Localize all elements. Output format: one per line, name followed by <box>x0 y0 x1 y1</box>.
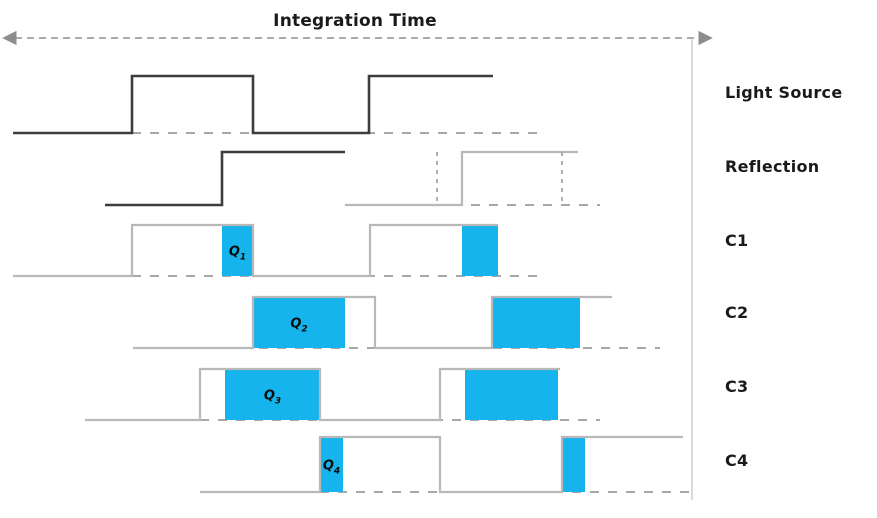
waveform-row-c4: Q4 <box>200 435 690 494</box>
signal-gray-c4 <box>200 435 683 494</box>
signal-gray-c2 <box>133 295 612 350</box>
charge-q4-a-label: Q4 <box>323 459 340 477</box>
charge-q2-a-label: Q2 <box>290 317 307 335</box>
charge-q3-b <box>465 369 558 420</box>
label-light-source: Light Source <box>725 83 842 102</box>
signal-gray-c3 <box>85 367 560 422</box>
charge-q3-a-label: Q3 <box>264 389 281 407</box>
waveform-row-c1: Q1 <box>13 223 540 278</box>
charge-q4-b <box>562 437 585 492</box>
label-c3: C3 <box>725 377 748 396</box>
signal-dark-reflection <box>105 150 345 207</box>
waveform-row-light-source <box>13 74 540 135</box>
label-reflection: Reflection <box>725 157 819 176</box>
waveform-row-c2: Q2 <box>133 295 660 350</box>
charge-q1-a <box>222 225 253 276</box>
waveform-row-c3: Q3 <box>85 367 600 422</box>
label-c1: C1 <box>725 231 748 250</box>
charge-q1-b <box>462 225 498 276</box>
charge-q2-b <box>492 297 580 348</box>
charge-q2-a <box>253 297 345 348</box>
signal-gray-reflection <box>345 150 578 207</box>
charge-q4-a <box>320 437 343 492</box>
charge-q1-a-label: Q1 <box>229 245 246 263</box>
charge-q3-a <box>225 369 320 420</box>
label-c4: C4 <box>725 451 748 470</box>
signal-dark-light-source <box>13 74 493 135</box>
header-group: Integration Time <box>2 11 713 46</box>
page-title: Integration Time <box>273 11 437 31</box>
waveform-row-reflection <box>105 150 600 207</box>
signal-gray-c1 <box>13 223 498 278</box>
label-c2: C2 <box>725 303 748 322</box>
